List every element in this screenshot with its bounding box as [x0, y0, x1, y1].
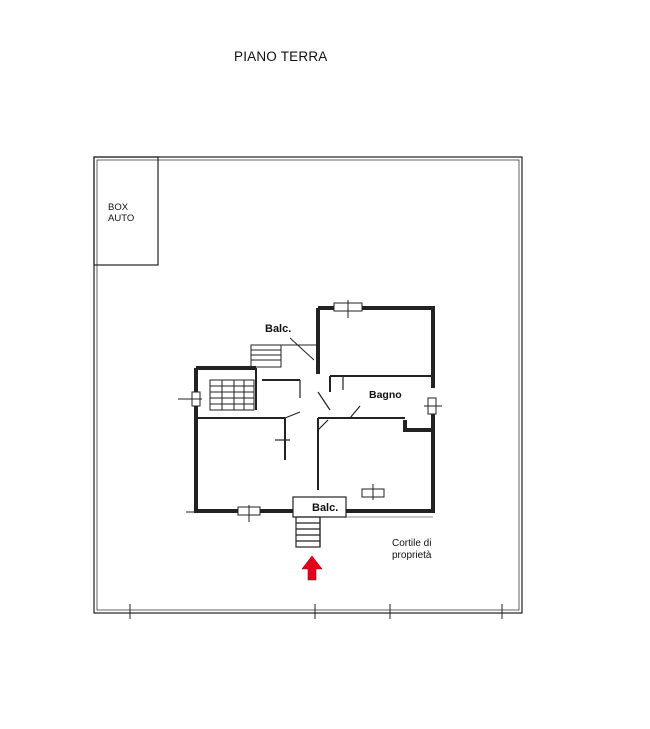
upper-balcony-label: Balc.	[265, 323, 291, 335]
upper-balcony	[250, 337, 319, 374]
garage-label-line2: AUTO	[108, 213, 134, 224]
garage-label-line1: BOX	[108, 202, 129, 213]
courtyard-label-line2: proprietà	[392, 550, 432, 561]
property-boundary	[93, 156, 523, 614]
lower-balcony	[292, 496, 433, 548]
garage-box: BOX AUTO	[93, 156, 159, 266]
windows	[178, 300, 442, 522]
interior-walls	[196, 368, 433, 490]
page-title: PIANO TERRA	[234, 49, 328, 64]
entrance-arrow-icon	[301, 555, 323, 581]
lower-balcony-label: Balc.	[312, 502, 338, 514]
internal-stair	[209, 379, 255, 411]
boundary-ticks	[129, 604, 503, 619]
door-swings	[275, 376, 361, 441]
courtyard-label-line1: Cortile di	[392, 538, 431, 549]
bathroom-label: Bagno	[369, 389, 402, 401]
